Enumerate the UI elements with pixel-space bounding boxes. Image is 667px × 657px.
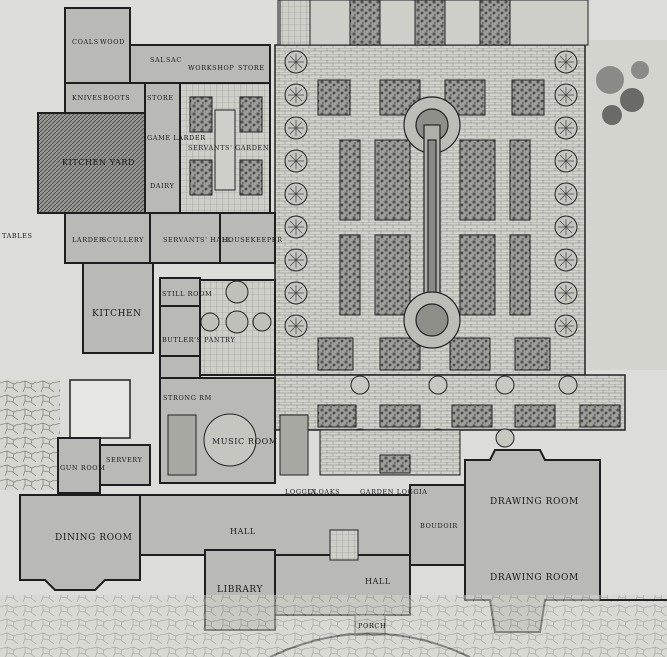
label-boots: BOOTS: [103, 94, 130, 102]
label-housekeeper: HOUSEKEEPER: [222, 236, 283, 244]
loggia-bed: [379, 454, 411, 474]
music-room-ornament: [167, 413, 309, 476]
roundel-pattern: [558, 87, 574, 103]
central-canal: [403, 96, 461, 349]
label-hall-2: HALL: [365, 577, 391, 586]
forecourt-gravel: [0, 595, 667, 657]
roundel-pattern: [288, 54, 304, 70]
label-butlers-pantry: BUTLER'S PANTRY: [162, 336, 235, 344]
label-dining-room: DINING ROOM: [55, 533, 132, 543]
label-porch: PORCH: [358, 622, 386, 630]
label-larder: LARDER: [72, 236, 105, 244]
roundel-pattern: [558, 318, 574, 334]
roundel-pattern: [558, 252, 574, 268]
label-hall: HALL: [230, 527, 256, 536]
label-cloaks: CLOAKS: [308, 488, 340, 496]
roundel-pattern: [558, 285, 574, 301]
roundel-pattern: [558, 219, 574, 235]
label-garden-loggia: GARDEN LOGGIA: [360, 488, 428, 496]
label-scullery: SCULLERY: [102, 236, 144, 244]
roundel-pattern: [288, 252, 304, 268]
roundel-pattern: [288, 120, 304, 136]
top-bed-3: [479, 0, 511, 46]
label-loggia: LOGGIA: [285, 488, 316, 496]
roundel-pattern: [288, 153, 304, 169]
roundel-pattern: [288, 219, 304, 235]
terrace-beds: [317, 404, 621, 428]
top-bed-2: [414, 0, 446, 46]
label-dairy: DAIRY: [150, 182, 175, 190]
roundel-pattern: [288, 186, 304, 202]
roundel-pattern: [288, 285, 304, 301]
label-strong-rm: STRONG RM: [163, 394, 212, 402]
main-stair: [329, 529, 359, 561]
label-drawing-room-upper: DRAWING ROOM: [490, 497, 579, 507]
label-music-room: MUSIC ROOM: [212, 437, 278, 446]
label-coals: COALS: [72, 38, 99, 46]
parterre-beds: [317, 79, 551, 371]
top-steps: [279, 0, 311, 46]
roundel-pattern: [288, 87, 304, 103]
roundel-pattern: [558, 186, 574, 202]
label-kitchen: KITCHEN: [92, 309, 142, 319]
court-roundels: [200, 280, 272, 334]
servants-garden-beds: [189, 96, 263, 196]
room-labels: COALS WOOD SAL SAC WORKSHOP STORE KNIVES…: [2, 38, 579, 630]
roundel-pattern: [288, 318, 304, 334]
label-gun-room: GUN ROOM: [60, 464, 105, 472]
label-library: LIBRARY: [217, 585, 264, 595]
label-drawing-room-lower: DRAWING ROOM: [490, 573, 579, 583]
label-still-room: STILL ROOM: [162, 290, 212, 298]
roundel-pattern: [558, 54, 574, 70]
label-servants-hall: SERVANTS' HALL: [163, 236, 232, 244]
label-servery: SERVERY: [106, 456, 143, 464]
label-wood: WOOD: [100, 38, 125, 46]
label-game-larder: GAME LARDER: [147, 134, 206, 142]
label-stables: TABLES: [2, 232, 33, 240]
label-workshop: WORKSHOP: [188, 64, 234, 72]
label-sac: SAC: [166, 56, 182, 64]
tree-cluster: [596, 61, 649, 125]
roundel-pattern: [558, 120, 574, 136]
lawn-east: [585, 40, 667, 370]
label-sal: SAL: [150, 56, 165, 64]
outer-yard: [69, 379, 131, 439]
label-boudoir: BOUDOIR: [420, 522, 458, 530]
roundel-column-west: [284, 50, 308, 338]
top-bed-1: [349, 0, 381, 46]
label-store-2: STORE: [147, 94, 174, 102]
roundel-pattern: [558, 153, 574, 169]
label-knives: KNIVES: [72, 94, 103, 102]
label-servants-garden: SERVANTS' GARDEN: [188, 144, 269, 152]
label-kitchen-yard: KITCHEN YARD: [62, 158, 135, 167]
paving-west: [0, 380, 60, 490]
roundel-column-east: [554, 50, 578, 338]
label-store: STORE: [238, 64, 265, 72]
